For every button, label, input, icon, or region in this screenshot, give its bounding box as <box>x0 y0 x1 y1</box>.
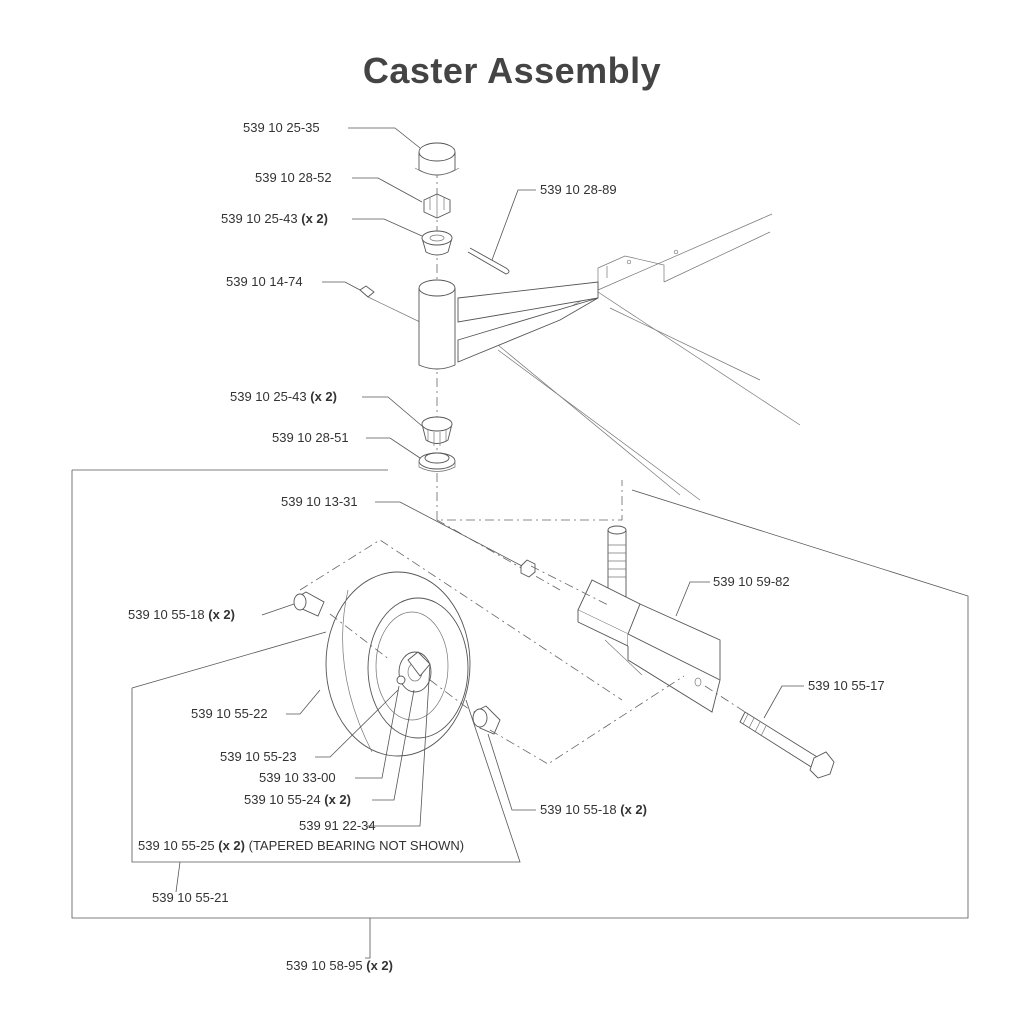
callout-grease-zerk: 539 91 22-34 <box>299 818 376 834</box>
part-number: 539 10 55-25 <box>138 838 215 853</box>
callout-bearing-race: 539 10 55-24 (x 2) <box>244 792 351 808</box>
part-number: 539 10 13-31 <box>281 494 358 509</box>
diagram-title: Caster Assembly <box>362 50 662 91</box>
callout-yoke-nut: 539 10 13-31 <box>281 494 358 510</box>
part-note: (TAPERED BEARING NOT SHOWN) <box>248 838 465 853</box>
part-number: 539 10 55-22 <box>191 706 268 721</box>
leader-lines <box>261 127 804 827</box>
group-box-caster <box>71 469 969 919</box>
callout-grease-fitting: 539 10 14-74 <box>226 274 303 290</box>
callout-rim: 539 10 55-23 <box>220 749 297 765</box>
wheel-part <box>325 571 471 757</box>
callout-valve-stem: 539 10 33-00 <box>259 770 336 786</box>
callout-caster-assembly: 539 10 58-95 (x 2) <box>286 958 393 974</box>
callout-caster-yoke: 539 10 59-82 <box>713 574 790 590</box>
grease-fitting-part <box>359 285 421 323</box>
part-number: 539 10 55-18 <box>540 802 617 817</box>
lower-bearing-part <box>421 416 453 446</box>
part-number: 539 91 22-34 <box>299 818 376 833</box>
part-number: 539 10 59-82 <box>713 574 790 589</box>
callout-castle-nut: 539 10 28-52 <box>255 170 332 186</box>
part-number: 539 10 25-43 <box>230 389 307 404</box>
callout-upper-bearing: 539 10 25-43 (x 2) <box>221 211 328 227</box>
dust-cap-part <box>414 142 460 176</box>
part-quantity: (x 2) <box>620 802 647 817</box>
bearing-cup-part <box>418 452 456 472</box>
caster-yoke-part <box>577 525 721 713</box>
part-quantity: (x 2) <box>208 607 235 622</box>
callout-bearing-cup: 539 10 28-51 <box>272 430 349 446</box>
part-number: 539 10 14-74 <box>226 274 303 289</box>
axis-centerline <box>436 150 623 521</box>
callout-lower-bearing: 539 10 25-43 (x 2) <box>230 389 337 405</box>
part-number: 539 10 55-21 <box>152 890 229 905</box>
callout-cotter-pin: 539 10 28-89 <box>540 182 617 198</box>
part-quantity: (x 2) <box>366 958 393 973</box>
part-number: 539 10 33-00 <box>259 770 336 785</box>
axle-bolt-part <box>739 711 835 779</box>
part-number: 539 10 28-51 <box>272 430 349 445</box>
yoke-nut-part <box>520 559 536 578</box>
spacer-right-part <box>472 705 501 735</box>
callout-dust-cap: 539 10 25-35 <box>243 120 320 136</box>
part-number: 539 10 25-35 <box>243 120 320 135</box>
spacer-left-part <box>293 591 325 617</box>
part-number: 539 10 25-43 <box>221 211 298 226</box>
part-number: 539 10 28-89 <box>540 182 617 197</box>
caster-arm <box>457 281 599 363</box>
part-number: 539 10 55-23 <box>220 749 297 764</box>
callout-wheel-assembly: 539 10 55-21 <box>152 890 229 906</box>
callout-spacer-right: 539 10 55-18 (x 2) <box>540 802 647 818</box>
caster-tube <box>418 279 456 370</box>
part-quantity: (x 2) <box>301 211 328 226</box>
deck-frame <box>497 213 801 501</box>
part-number: 539 10 55-24 <box>244 792 321 807</box>
part-quantity: (x 2) <box>310 389 337 404</box>
castle-nut-part <box>423 193 451 219</box>
group-box-wheel <box>131 688 521 863</box>
callout-axle-bolt: 539 10 55-17 <box>808 678 885 694</box>
part-quantity: (x 2) <box>324 792 351 807</box>
cotter-pin-part <box>467 247 510 275</box>
part-number: 539 10 28-52 <box>255 170 332 185</box>
callout-spacer-left: 539 10 55-18 (x 2) <box>128 607 235 623</box>
upper-bearing-part <box>421 230 453 256</box>
part-quantity: (x 2) <box>218 838 245 853</box>
callout-tire: 539 10 55-22 <box>191 706 268 722</box>
part-number: 539 10 58-95 <box>286 958 363 973</box>
callout-tapered-bearing: 539 10 55-25 (x 2) (TAPERED BEARING NOT … <box>138 838 464 854</box>
part-number: 539 10 55-18 <box>128 607 205 622</box>
part-number: 539 10 55-17 <box>808 678 885 693</box>
